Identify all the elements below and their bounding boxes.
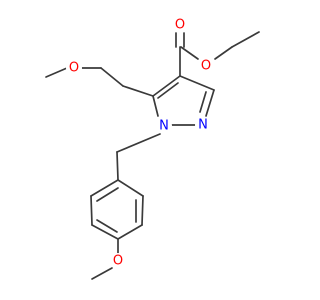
bond-ar-inner-3 [96,187,119,202]
bond-c5-ch2 [122,85,154,97]
atom-n1-pyrazole-label: N [159,119,169,134]
atom-o-methoxyphenyl: O [110,253,126,269]
atom-o-ester-ether-label: O [201,59,211,74]
atom-n1-pyrazole: N [156,118,172,134]
bond-ester-oc [180,46,199,60]
bond-c3-c4 [179,75,215,91]
molecule-structure-canvas: O O O N N O [45,17,260,280]
bond-ch2-ch2 [100,67,124,87]
atom-o-ester-carbonyl-label: O [175,18,185,33]
bond-ar-1 [117,179,144,197]
bond-ch2-ring [116,151,119,181]
atom-o-ester-carbonyl: O [172,17,188,33]
bond-ar-2 [141,195,144,226]
atom-o-methoxyethyl: O [66,60,82,76]
bond-n1-ch2 [116,133,161,153]
bond-n2-c3 [205,89,215,117]
atom-n2-pyrazole: N [195,117,211,133]
bond-c4-c5 [152,75,181,97]
bond-layer [45,31,260,280]
atom-layer: O O O N N O [66,17,214,269]
bond-ethyl-co [214,46,233,60]
bond-ar-6 [90,179,119,197]
atom-o-methoxyphenyl-label: O [113,254,123,269]
atom-o-ester-ether: O [198,58,214,74]
bond-n2-c3-inner [199,91,207,113]
bond-c4-c5-inner [157,82,179,99]
bond-ar-3 [117,224,143,240]
bond-ar-inner-2 [96,219,118,233]
atom-o-methoxyethyl-label: O [69,61,79,76]
bond-o-methyl [45,67,68,78]
bond-ar-5 [90,195,93,226]
bond-ar-4 [91,224,119,240]
bond-c5-n1 [152,95,159,117]
bond-ethyl-cc [231,31,260,48]
atom-n2-pyrazole-label: N [198,118,208,133]
bond-o-methyl-2 [91,267,113,280]
